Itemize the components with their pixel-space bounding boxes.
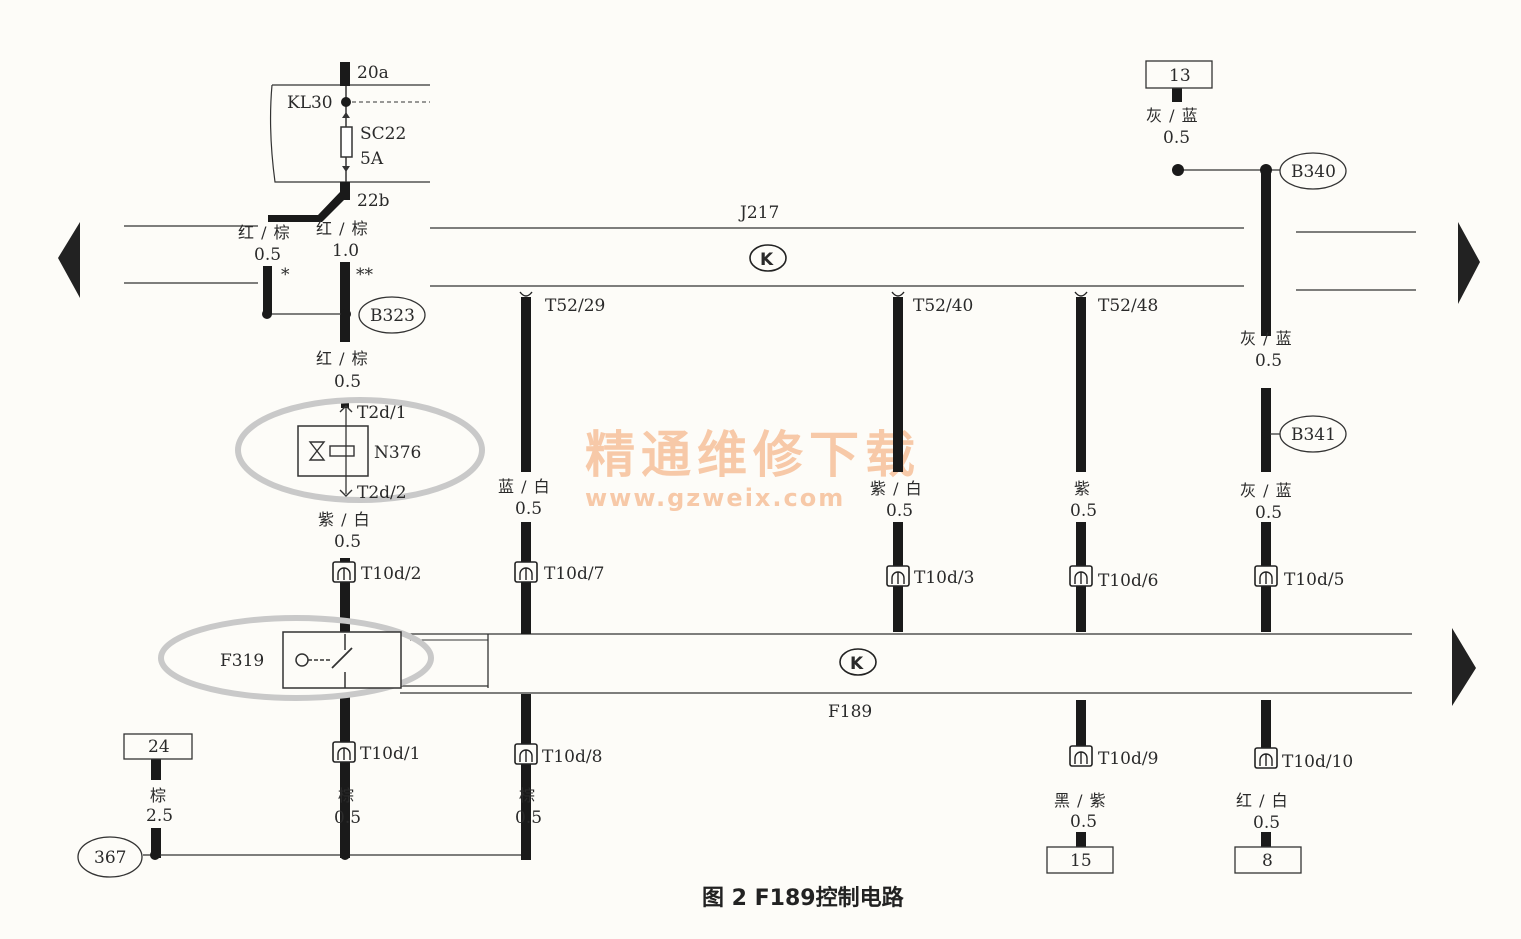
f319-highlight <box>158 615 434 701</box>
n376-valve-icon <box>297 405 369 497</box>
svg-text:蓝 / 白: 蓝 / 白 <box>498 477 551 496</box>
svg-text:B340: B340 <box>1291 162 1336 182</box>
fuse-sc22-icon <box>340 126 353 158</box>
arrow-left-icon <box>58 222 80 298</box>
svg-text:0.5: 0.5 <box>515 808 542 828</box>
f319-switch-icon <box>282 631 402 689</box>
svg-text:8: 8 <box>1262 851 1273 871</box>
module-j217-name: J217 <box>738 203 779 223</box>
fuse-name: SC22 <box>360 124 406 144</box>
pin-t10d-1: T10d/1 <box>360 744 420 764</box>
j217-k-symbol <box>749 244 787 272</box>
figure-caption: 图 2 F189控制电路 <box>702 885 905 911</box>
svg-text:0.5: 0.5 <box>334 808 361 828</box>
module-j217 <box>124 225 1416 291</box>
box-24: 24 <box>123 733 193 760</box>
svg-text:黑 / 紫: 黑 / 紫 <box>1054 791 1107 810</box>
pin-t10d-3: T10d/3 <box>914 568 974 588</box>
box-13: 13 <box>1145 60 1213 89</box>
svg-text:13: 13 <box>1169 66 1191 86</box>
component-n376: N376 <box>374 443 421 463</box>
pin-t10d-7: T10d/7 <box>544 564 604 584</box>
svg-text:0.5: 0.5 <box>1070 501 1097 521</box>
wire-20a-stub <box>340 62 350 86</box>
svg-text:B323: B323 <box>370 306 415 326</box>
watermark-title: 精通维修下载 <box>585 426 921 484</box>
marker-single: * <box>281 265 290 285</box>
svg-text:紫: 紫 <box>1074 479 1091 498</box>
svg-text:灰 / 蓝: 灰 / 蓝 <box>1240 481 1293 500</box>
svg-text:2.5: 2.5 <box>146 806 173 826</box>
fuse-rating: 5A <box>360 149 384 169</box>
n376-highlight <box>235 397 485 503</box>
pin-t10d-6: T10d/6 <box>1098 571 1158 591</box>
connector-pin-marks <box>337 567 1273 766</box>
svg-text:红 / 棕: 红 / 棕 <box>316 349 369 368</box>
junction-b341: B341 <box>1279 415 1347 453</box>
ground-367: 367 <box>77 836 143 878</box>
f189-k-symbol <box>839 648 877 676</box>
box-8: 8 <box>1234 846 1302 874</box>
svg-text:棕: 棕 <box>150 786 167 805</box>
watermark-url: www.gzweix.com <box>585 484 845 512</box>
connector-pins <box>332 561 1278 769</box>
svg-text:367: 367 <box>94 848 126 868</box>
fuse-block <box>269 84 430 183</box>
fuse-terminal-top: 20a <box>357 63 389 83</box>
pin-t2d-2: T2d/2 <box>357 483 407 503</box>
pin-t10d-5: T10d/5 <box>1284 570 1344 590</box>
svg-text:0.5: 0.5 <box>334 372 361 392</box>
svg-text:棕: 棕 <box>338 786 355 805</box>
junction-b323: B323 <box>358 296 426 334</box>
t52-pin-marks <box>519 291 1088 297</box>
svg-text:红 / 棕: 红 / 棕 <box>238 223 291 242</box>
module-f189 <box>400 633 1412 694</box>
arrow-right-bottom-icon <box>1452 628 1476 706</box>
svg-text:24: 24 <box>148 737 170 757</box>
svg-text:15: 15 <box>1070 851 1092 871</box>
svg-text:0.5: 0.5 <box>1163 128 1190 148</box>
pin-t52-29: T52/29 <box>545 296 605 316</box>
svg-text:0.5: 0.5 <box>334 532 361 552</box>
wire-labels: 红 / 棕 0.5 红 / 棕 1.0 红 / 棕 0.5 紫 / 白 0.5 … <box>146 106 1293 833</box>
svg-text:灰 / 蓝: 灰 / 蓝 <box>1146 106 1199 125</box>
module-f189-name: F189 <box>828 702 872 722</box>
pin-t10d-8: T10d/8 <box>542 747 602 767</box>
svg-text:0.5: 0.5 <box>886 501 913 521</box>
svg-text:紫 / 白: 紫 / 白 <box>318 510 371 529</box>
f189-k-letter: K <box>850 654 864 674</box>
svg-text:0.5: 0.5 <box>1255 503 1282 523</box>
pin-t52-48: T52/48 <box>1098 296 1158 316</box>
svg-text:0.5: 0.5 <box>1070 812 1097 832</box>
kl30-node <box>341 97 351 107</box>
svg-text:灰 / 蓝: 灰 / 蓝 <box>1240 329 1293 348</box>
arrow-right-top-icon <box>1458 222 1480 304</box>
pin-t2d-1: T2d/1 <box>357 403 407 423</box>
component-f319: F319 <box>220 651 264 671</box>
pin-t10d-9: T10d/9 <box>1098 749 1158 769</box>
nodes <box>150 164 1272 860</box>
svg-text:B341: B341 <box>1291 425 1336 445</box>
svg-text:棕: 棕 <box>519 786 536 805</box>
marker-double: ** <box>356 265 374 285</box>
fuse-rail: KL30 <box>287 93 333 113</box>
svg-text:0.5: 0.5 <box>1253 813 1280 833</box>
pin-t10d-10: T10d/10 <box>1282 752 1353 772</box>
pin-t10d-2: T10d/2 <box>361 564 421 584</box>
fuse-terminal-bottom: 22b <box>357 191 390 211</box>
svg-text:红 / 棕: 红 / 棕 <box>316 219 369 238</box>
svg-text:紫 / 白: 紫 / 白 <box>870 479 923 498</box>
pin-t52-40: T52/40 <box>913 296 973 316</box>
svg-text:红 / 白: 红 / 白 <box>1236 791 1289 810</box>
svg-text:0.5: 0.5 <box>254 245 281 265</box>
svg-text:1.0: 1.0 <box>332 241 359 261</box>
svg-text:0.5: 0.5 <box>1255 351 1282 371</box>
junction-b340: B340 <box>1279 152 1347 190</box>
box-15: 15 <box>1046 846 1114 874</box>
j217-k-letter: K <box>760 250 774 270</box>
svg-text:0.5: 0.5 <box>515 499 542 519</box>
